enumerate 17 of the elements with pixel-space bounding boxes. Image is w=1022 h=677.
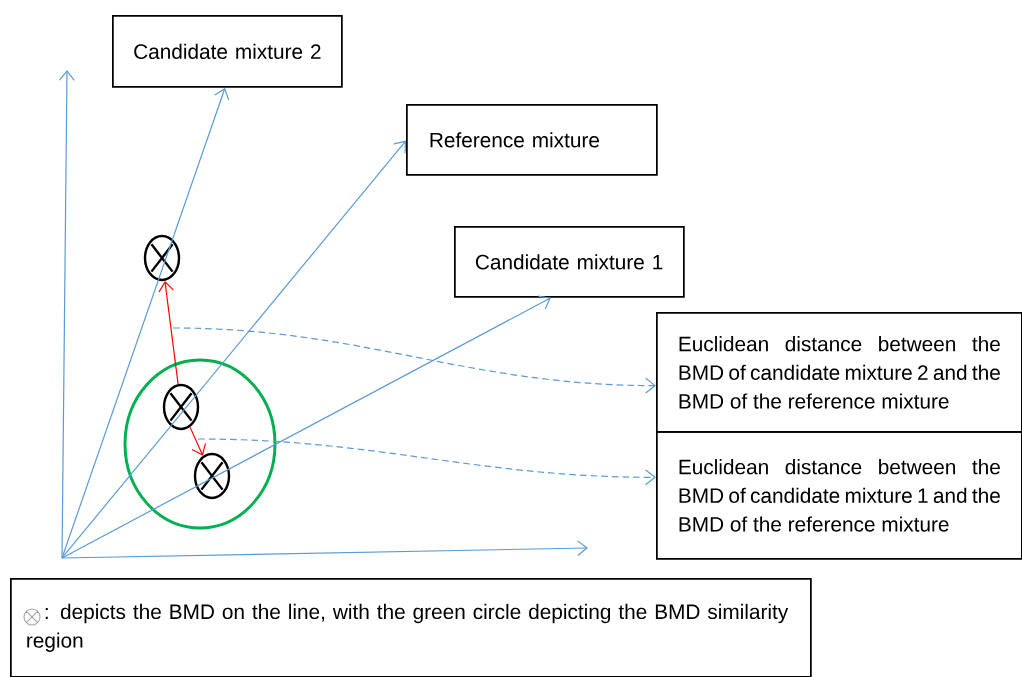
distance-arrow [158,280,179,385]
vector-arrow [61,87,230,559]
bmd-marker [193,452,231,500]
description-box: Euclidean distance between the BMD of candidate mixture 2 and the BMD of the reference mixture [656,312,1022,433]
bmd-marker [143,234,181,282]
note-box: : depicts the BMD on the line, with the green circle depicting the BMD similarity region [10,578,812,677]
dashed-arrow [172,327,656,394]
mixture-box: Reference mixture [406,104,658,176]
vector-arrow [61,295,551,559]
vector-arrow [61,140,406,559]
distance-arrow [189,426,207,456]
similarity-circle [123,358,277,530]
mixture-box: Candidate mixture 1 [454,226,685,298]
mixture-box: Candidate mixture 2 [112,15,343,88]
bmd-marker [162,383,200,431]
dashed-arrow [197,438,656,486]
description-box: Euclidean distance between the BMD of candidate mixture 1 and the BMD of the reference mixture [656,431,1022,560]
